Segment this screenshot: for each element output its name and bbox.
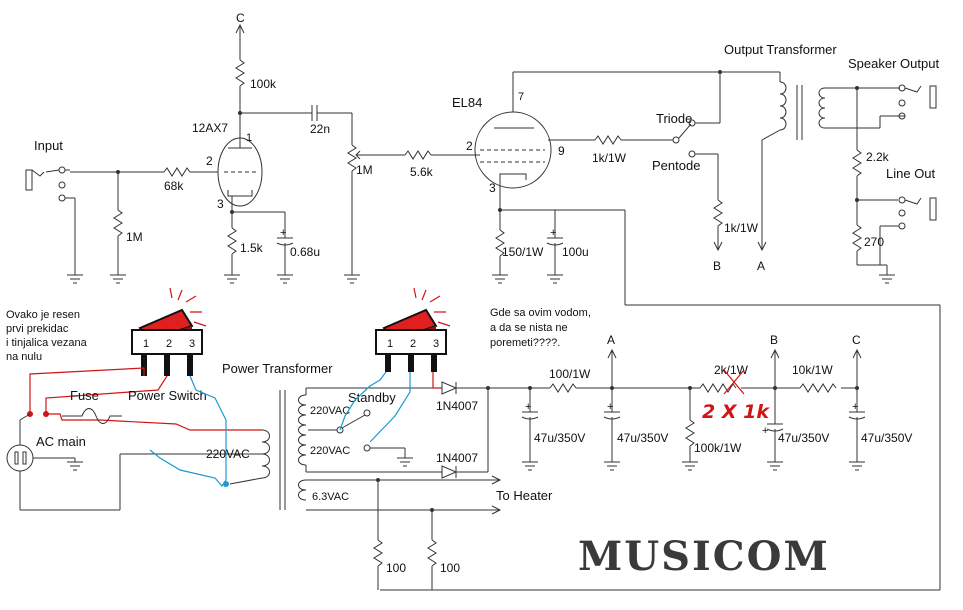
pin2b-label: 2 xyxy=(466,139,473,153)
speaker-output: Speaker Output 2.2k Line Out 270 xyxy=(848,56,939,284)
switch1-pin2: 2 xyxy=(166,338,172,350)
svg-text:+: + xyxy=(762,425,768,437)
input-jack: Input xyxy=(25,138,83,284)
note-right-line2: a da se nista ne xyxy=(490,322,568,334)
divider-resistor-bottom-label: 270 xyxy=(864,235,884,249)
diode1-label: 1N4007 xyxy=(436,399,478,413)
tube2-label: EL84 xyxy=(452,95,482,110)
divider-resistor-top-label: 2.2k xyxy=(866,150,890,164)
preamp-stage: C 100k 22n 12AX7 1 2 3 68k 1M xyxy=(70,11,480,284)
pin9-label: 9 xyxy=(558,144,565,158)
pin3a-label: 3 xyxy=(217,197,224,211)
svg-text:+: + xyxy=(550,227,556,239)
input-label: Input xyxy=(34,138,63,153)
rectifier-filter: 1N4007 1N4007 100/1W A + 47u/350V + 47u/… xyxy=(436,333,912,479)
volume-pot-label: 1M xyxy=(356,163,373,177)
note-right: Gde sa ovim vodom, a da se nista ne pore… xyxy=(490,307,591,349)
supply-c-label: C xyxy=(236,11,245,25)
power-transformer-label: Power Transformer xyxy=(222,361,333,376)
svg-text:+: + xyxy=(280,227,286,239)
power-stage: EL84 7 2 9 3 1k/1W Triode Pentode 1k/1W xyxy=(380,70,941,591)
plate-resistor-label: 100k xyxy=(250,77,277,91)
filter-r1-label: 100/1W xyxy=(549,367,591,381)
standby-label: Standby xyxy=(348,390,396,405)
switch2-pin3: 3 xyxy=(433,338,439,350)
tube1-label: 12AX7 xyxy=(192,121,228,135)
ot-label: Output Transformer xyxy=(724,42,837,57)
b-resistor-label: 1k/1W xyxy=(724,221,759,235)
note-right-line1: Gde sa ovim vodom, xyxy=(490,307,591,319)
stopper-resistor-label: 5.6k xyxy=(410,165,434,179)
primary-vac-label: 220VAC xyxy=(206,447,250,461)
sec-b-label: 220VAC xyxy=(310,445,350,457)
filter-cap2-label: 47u/350V xyxy=(617,431,668,445)
mains-section: AC main Fuse Power Switch 220VAC Power T… xyxy=(6,361,553,590)
pin3b-label: 3 xyxy=(489,181,496,195)
b-terminal-label: B xyxy=(713,259,721,273)
input-resistor-label: 1M xyxy=(126,230,143,244)
filter-cap4-label: 47u/350V xyxy=(861,431,912,445)
heater-vac-label: 6.3VAC xyxy=(312,491,349,503)
ac-main-label: AC main xyxy=(36,434,86,449)
coupling-cap-label: 22n xyxy=(310,122,330,136)
switch2-pin2: 2 xyxy=(410,338,416,350)
svg-text:+: + xyxy=(852,401,858,413)
filter-r2-label: 2k/1W xyxy=(714,363,749,377)
switch1-pin1: 1 xyxy=(143,338,149,350)
el84-cathode-cap-label: 100u xyxy=(562,245,589,259)
bleeder-resistor-label: 100k/1W xyxy=(694,441,742,455)
grid-resistor-label: 68k xyxy=(164,179,184,193)
note-left-line4: na nulu xyxy=(6,351,42,363)
standby-switch-graphic: 1 2 3 xyxy=(375,287,451,372)
power-switch-label: Power Switch xyxy=(128,388,207,403)
triode-label: Triode xyxy=(656,111,692,126)
output-transformer: Output Transformer xyxy=(724,42,857,141)
svg-text:+: + xyxy=(525,401,531,413)
diode2-label: 1N4007 xyxy=(436,451,478,465)
heater-r1-label: 100 xyxy=(386,561,406,575)
pentode-label: Pentode xyxy=(652,158,700,173)
switch2-pin1: 1 xyxy=(387,338,393,350)
pin7-label: 7 xyxy=(518,91,524,103)
supply-a-label: A xyxy=(607,333,615,347)
supply-b-label: B xyxy=(770,333,778,347)
filter-r3-label: 10k/1W xyxy=(792,363,833,377)
note-left-line3: i tinjalica vezana xyxy=(6,337,88,349)
screen-resistor-label: 1k/1W xyxy=(592,151,627,165)
svg-text:+: + xyxy=(607,401,613,413)
fuse-label: Fuse xyxy=(70,388,99,403)
filter-cap1-label: 47u/350V xyxy=(534,431,585,445)
note-right-line3: poremeti????. xyxy=(490,337,560,349)
a-terminal-label: A xyxy=(757,259,765,273)
sec-a-label: 220VAC xyxy=(310,405,350,417)
note-left-line2: prvi prekidac xyxy=(6,323,69,335)
switch1-pin3: 3 xyxy=(189,338,195,350)
speaker-output-label: Speaker Output xyxy=(848,56,939,71)
pin1-label: 1 xyxy=(246,132,252,144)
pin2a-label: 2 xyxy=(206,154,213,168)
filter-cap3-label: 47u/350V xyxy=(778,431,829,445)
cathode-resistor-label: 1.5k xyxy=(240,241,264,255)
handwritten-fix: 2 X 1k xyxy=(702,401,770,423)
note-left-line1: Ovako je resen xyxy=(6,309,80,321)
power-switch-graphic: 1 2 3 xyxy=(131,287,207,376)
line-out-label: Line Out xyxy=(886,166,936,181)
cathode-cap-label: 0.68u xyxy=(290,245,320,259)
supply-c2-label: C xyxy=(852,333,861,347)
to-heater-label: To Heater xyxy=(496,488,553,503)
note-left: Ovako je resen prvi prekidac i tinjalica… xyxy=(6,309,88,363)
el84-cathode-resistor-label: 150/1W xyxy=(502,245,544,259)
heater-r2-label: 100 xyxy=(440,561,460,575)
musicom-watermark: MUSICOM xyxy=(578,533,830,580)
